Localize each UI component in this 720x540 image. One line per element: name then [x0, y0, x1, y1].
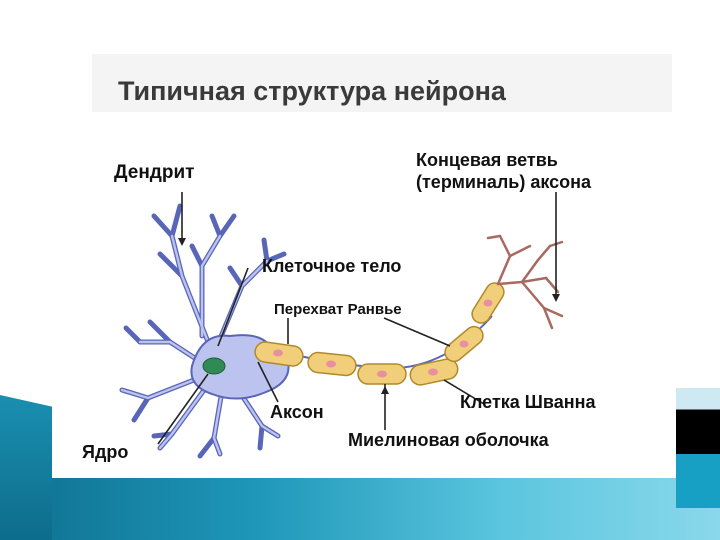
label-terminal-line2: (терминаль) аксона	[416, 172, 592, 192]
slide-panel: Типичная структура нейрона	[52, 46, 676, 478]
label-nucleus: Ядро	[82, 442, 129, 462]
label-myelin-sheath: Миелиновая оболочка	[348, 430, 549, 450]
schwann-nuclei	[273, 299, 493, 378]
neuron-diagram	[119, 192, 564, 459]
label-terminal-line1: Концевая ветвь	[416, 150, 558, 170]
label-axon: Аксон	[270, 402, 324, 422]
nucleus	[202, 357, 226, 375]
background-gradient-band	[0, 470, 720, 540]
title-band	[92, 54, 672, 112]
label-cell-body: Клеточное тело	[262, 256, 402, 276]
label-dendrite: Дендрит	[114, 162, 195, 183]
label-ranvier-node: Перехват Ранвье	[274, 301, 402, 318]
slide-title: Типичная структура нейрона	[118, 76, 506, 106]
axon-terminals	[486, 234, 564, 330]
background-left-shape	[0, 395, 52, 540]
label-schwann-cell: Клетка Шванна	[460, 392, 596, 412]
pointer-arrowheads	[178, 238, 560, 394]
background-right-shape	[676, 388, 720, 508]
